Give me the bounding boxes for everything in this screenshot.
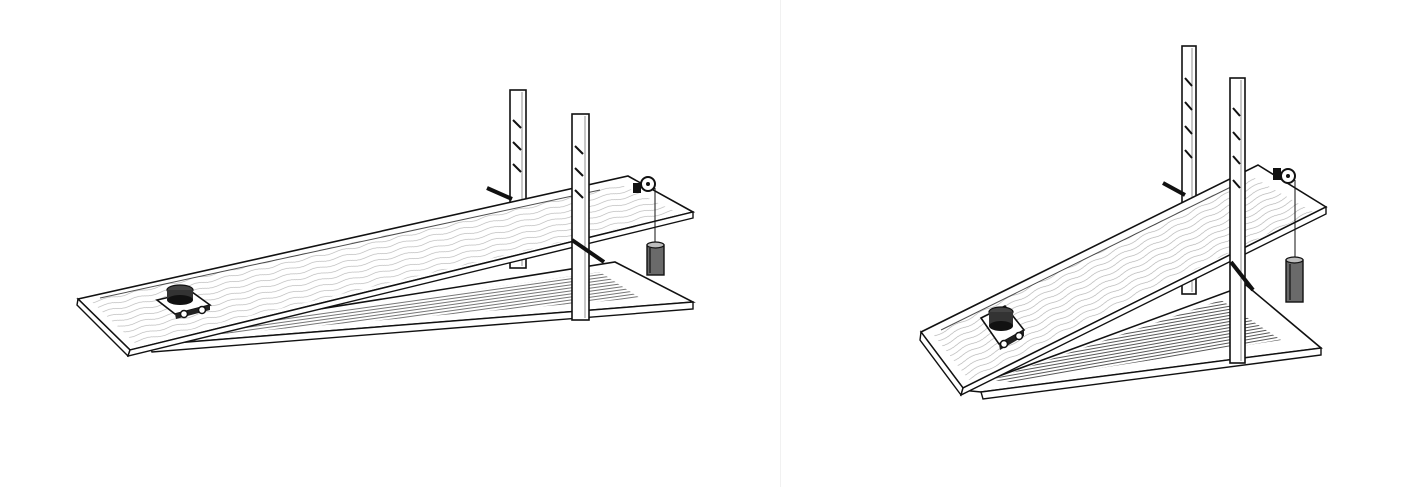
- hanging-weight: [646, 241, 665, 276]
- illustration-panel-low-incline: [76, 89, 696, 358]
- rear-peg: [1162, 181, 1186, 197]
- front-peg: [1229, 260, 1255, 292]
- hanging-weight: [1285, 256, 1304, 303]
- illustration-panel-steep-incline: [781, 0, 1401, 487]
- rear-peg: [486, 186, 513, 201]
- pulley: [633, 176, 656, 193]
- inclined-plane-low-illustration: [76, 89, 696, 358]
- pulley: [1273, 168, 1296, 184]
- front-peg: [570, 238, 606, 264]
- cart: [979, 304, 1026, 350]
- inclined-board: [76, 175, 696, 358]
- cart: [155, 284, 212, 319]
- front-upright-post: [1229, 77, 1246, 364]
- inclined-plane-steep-illustration: [919, 45, 1328, 400]
- panel-divider: [780, 0, 781, 487]
- front-upright-post: [571, 113, 590, 321]
